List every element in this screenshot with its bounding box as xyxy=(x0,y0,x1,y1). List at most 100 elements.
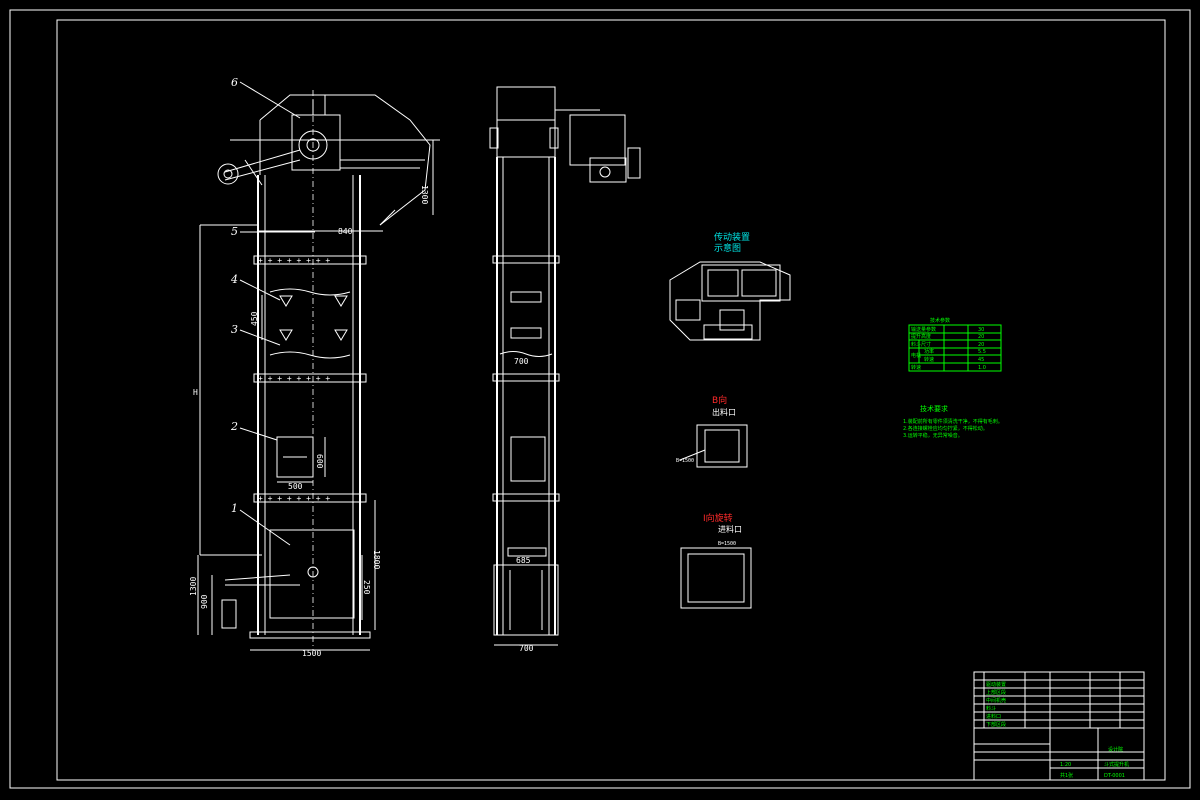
title-block-scale: 1:20 xyxy=(1060,762,1071,768)
side-coupling xyxy=(627,147,641,179)
discharge-opening xyxy=(704,429,740,463)
view-a-dim: B=1500 xyxy=(676,458,694,464)
spec-cell: 1.0 xyxy=(978,365,986,371)
part-number-3: 3 xyxy=(231,323,238,336)
dim-label-head-width: 840 xyxy=(338,227,353,236)
plan-gearbox xyxy=(707,269,739,297)
title-block-drawing-name: 斗式提升机 xyxy=(1104,761,1129,768)
spec-cell: 料斗尺寸 xyxy=(911,341,931,348)
side-bearing-left xyxy=(489,127,499,149)
title-block-company: 设计院 xyxy=(1108,746,1123,753)
title-block-row: 料斗 xyxy=(986,705,996,712)
plan-bearing xyxy=(719,309,745,331)
flange-3 xyxy=(253,493,367,503)
inlet-view: I向旋转 进料口 B=1500 xyxy=(680,512,752,609)
title-block-frame xyxy=(973,671,1145,781)
side-flange-2 xyxy=(492,373,560,382)
dim-label-boot-height: 1300 xyxy=(189,577,198,596)
side-boot-top xyxy=(507,547,547,557)
view-a-sub: 出料口 xyxy=(712,407,736,417)
spec-cell: 5.5 xyxy=(978,349,986,355)
plan-motor xyxy=(741,269,777,297)
spec-cell: 提升高度 xyxy=(911,333,931,340)
drive-sprocket xyxy=(217,163,239,185)
boot-casing xyxy=(269,529,355,619)
outer-border xyxy=(9,9,1191,789)
dim-label-side-boot: 685 xyxy=(516,556,531,565)
flange-2 xyxy=(253,373,367,383)
discharge-view: B向 出料口 B=1500 xyxy=(676,394,748,468)
side-flange-1 xyxy=(492,255,560,264)
note-line-3: 3.运转平稳，无异常噪音。 xyxy=(903,432,963,439)
inlet-chute xyxy=(224,574,291,581)
view-b-title: I向旋转 xyxy=(703,512,733,524)
part-number-1: 1 xyxy=(231,502,238,515)
note-line-2: 2.各连接螺栓应均匀拧紧，不得松动。 xyxy=(903,425,988,432)
part-number-5: 5 xyxy=(231,225,238,238)
side-motor-shaft xyxy=(599,166,611,178)
drive-hub xyxy=(223,169,233,179)
title-block-row: 上部区段 xyxy=(986,689,1006,696)
dim-label-side-casing: 700 xyxy=(514,357,529,366)
leader-2 xyxy=(239,427,278,441)
chute-lip xyxy=(379,209,396,226)
dim-label-bucket-spacing: 450 xyxy=(250,311,259,326)
leader-6 xyxy=(239,81,301,119)
spec-cell: 功率 xyxy=(924,348,934,355)
bucket-3 xyxy=(279,329,293,341)
plan-coupling xyxy=(675,299,701,321)
flange-bolts: + + + + + + + + xyxy=(258,374,330,383)
head-hood xyxy=(259,94,431,226)
spec-table: 技术参数 输送量参数 30 提升高度 20 料斗尺寸 20 电机 功率 5.5 … xyxy=(908,317,1002,372)
title-block-row: 中间机壳 xyxy=(986,697,1006,704)
front-flanges: + + + + + + + + + + + + + + + + + + + + … xyxy=(253,255,367,503)
side-head xyxy=(496,86,556,158)
leader-1 xyxy=(239,509,291,546)
plan-title-2: 示意图 xyxy=(714,242,741,254)
bucket-1 xyxy=(279,295,293,307)
base-plate xyxy=(249,631,371,639)
dim-label-total-height: H xyxy=(193,388,198,397)
dim-label-inlet-height: 600 xyxy=(315,454,324,469)
side-bucket-1 xyxy=(510,291,542,303)
part-number-2: 2 xyxy=(230,420,238,433)
plan-base-outline xyxy=(669,261,791,341)
leader-3 xyxy=(239,329,281,346)
inner-border xyxy=(56,19,1166,781)
view-b-dim: B=1500 xyxy=(718,541,736,547)
part-number-6: 6 xyxy=(231,76,238,89)
side-bearing-right xyxy=(549,127,559,149)
front-view: + + + + + + + + + + + + + + + + + + + + … xyxy=(189,76,440,658)
side-view: 700 685 700 xyxy=(489,86,641,653)
title-block-drawing-no: DT-0001 xyxy=(1104,773,1125,779)
drive-arm-a xyxy=(224,149,301,173)
spec-cell: 转速 xyxy=(911,364,921,371)
spec-cell: 20 xyxy=(978,342,984,348)
dim-label-support-height: 900 xyxy=(200,594,209,609)
discharge-leader xyxy=(679,449,706,461)
plan-foot xyxy=(703,324,753,340)
view-a-title: B向 xyxy=(712,394,727,406)
dim-label-boot-upper: 1800 xyxy=(372,550,381,569)
side-break xyxy=(499,351,553,357)
note-line-1: 1.装配前所有零件须清洗干净，不得有毛刺。 xyxy=(903,418,1003,425)
title-block-row: 下部区段 xyxy=(986,721,1006,728)
break-line-top xyxy=(269,288,351,296)
inspection-door xyxy=(276,436,314,478)
spec-cell: 电机 xyxy=(911,352,921,359)
title-block-sheet: 共1张 xyxy=(1060,772,1073,779)
side-door xyxy=(510,436,546,482)
inlet-opening xyxy=(687,553,745,603)
leader-4 xyxy=(239,279,281,301)
side-boot xyxy=(493,564,559,636)
dim-label-base-width: 1500 xyxy=(302,649,321,658)
plan-reducer xyxy=(701,264,781,302)
spec-cell: 45 xyxy=(978,357,984,363)
title-block-row: 驱动装置 xyxy=(986,681,1006,688)
dim-label-inlet-width: 500 xyxy=(288,482,303,491)
side-motor xyxy=(589,157,627,183)
break-line-bottom xyxy=(269,351,351,359)
flange-bolts: + + + + + + + + xyxy=(258,256,330,265)
dim-label-head-height: 1300 xyxy=(420,185,429,204)
